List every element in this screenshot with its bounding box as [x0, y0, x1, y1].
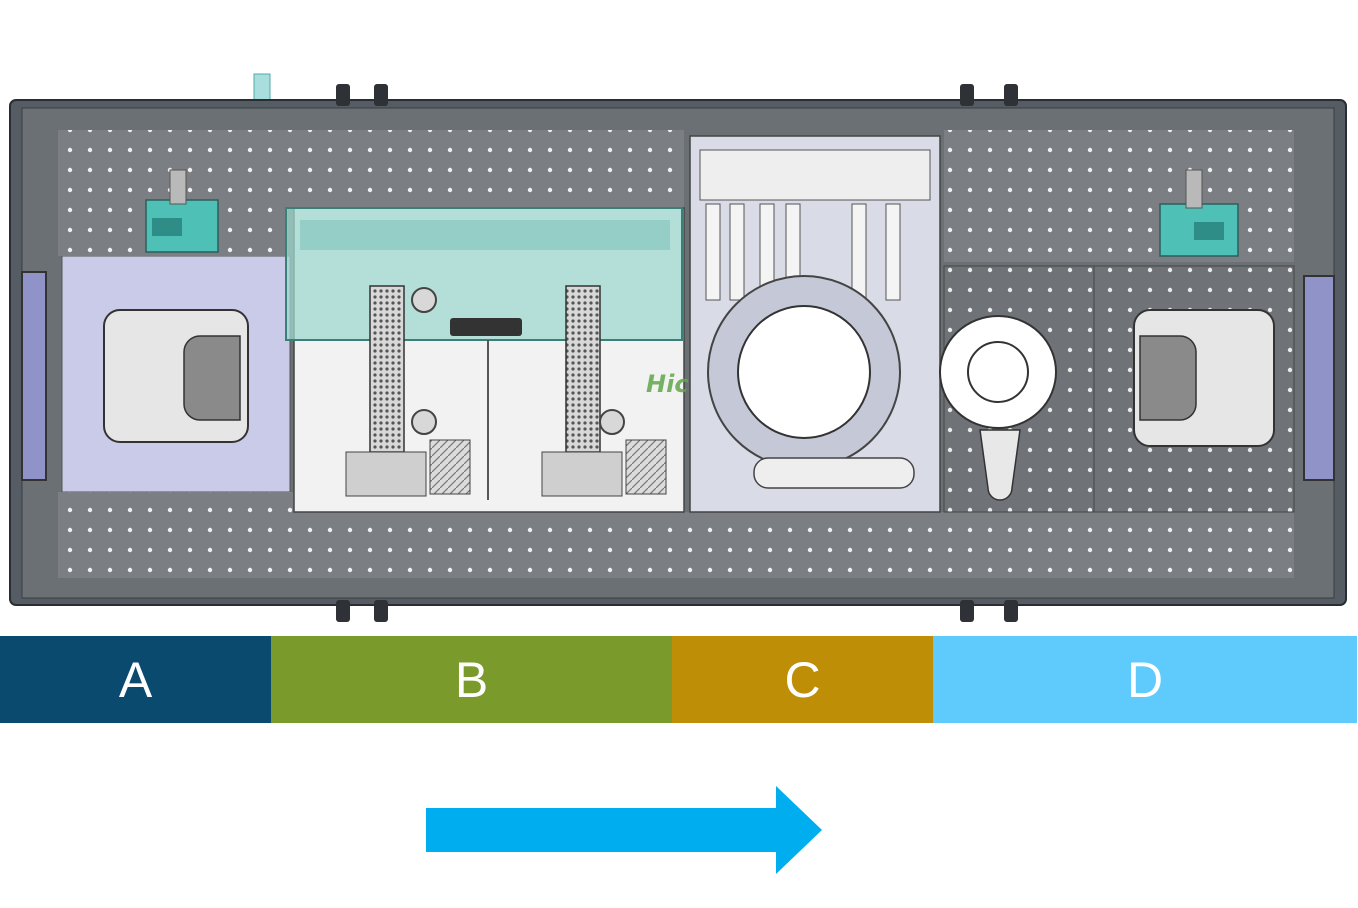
zone-a-bar: A [0, 636, 271, 723]
top-plate-left [58, 130, 684, 208]
flow-direction-arrow-icon [426, 786, 822, 874]
zone-d-bar: D [933, 636, 1357, 723]
roller-left [369, 285, 405, 453]
zone-c-label: C [784, 651, 821, 708]
zone-a-plate-bottom [58, 492, 294, 512]
bottom-plate [58, 512, 1294, 578]
zone-d-label: D [1126, 651, 1164, 708]
zone-c-bar: C [672, 636, 933, 723]
zone-a-label: A [118, 651, 153, 708]
top-plate-right [944, 130, 1294, 262]
zone-a-side-window [21, 271, 47, 481]
zone-b-bar: B [271, 636, 672, 723]
zone-d-side-window [1303, 275, 1335, 481]
zone-a-plate-left [58, 208, 98, 256]
roller-right [565, 285, 601, 453]
zone-b-label: B [454, 651, 489, 708]
machine-top-view-diagram: Hicotech [9, 73, 1347, 622]
